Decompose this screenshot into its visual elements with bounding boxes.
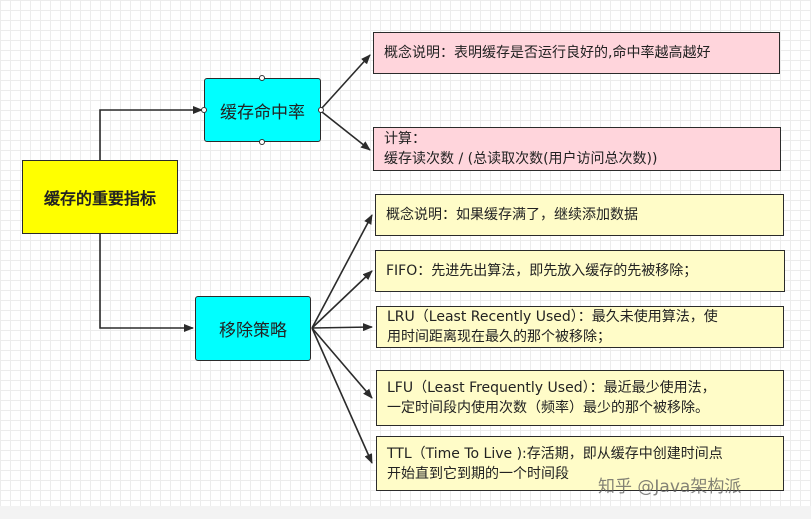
root-node[interactable]: 缓存的重要指标 <box>22 160 178 234</box>
lfu-text-line-1: LFU（Least Frequently Used）：最近最少使用法， <box>387 380 716 396</box>
root-to-hit-rate-connector <box>99 106 203 160</box>
ttl-text-line-1: TTL（Time To Live ):存活期，即从缓存中创建时间点 <box>387 445 723 462</box>
eviction-to-lfu-connector <box>311 327 373 399</box>
eviction-to-ttl-connector <box>311 327 373 464</box>
lfu-text-line-2: 一定时间段内使用次数（频率）最少的那个被移除。 <box>387 400 709 416</box>
hit-rate-node[interactable]: 缓存命中率 <box>204 78 321 142</box>
eviction-concept-text: 概念说明：如果缓存满了，继续添加数据 <box>386 207 638 223</box>
formula-heading: 计算： <box>384 131 426 147</box>
selection-handle-left[interactable] <box>201 107 207 113</box>
eviction-concept-box[interactable]: 概念说明：如果缓存满了，继续添加数据 <box>375 194 784 236</box>
ttl-box[interactable]: TTL（Time To Live ):存活期，即从缓存中创建时间点 开始直到它到… <box>376 436 784 491</box>
lru-text-line-1: LRU（Least Recently Used）：最久未使用算法，使 <box>387 309 718 325</box>
hit-rate-to-formula-connector <box>321 111 371 151</box>
selection-handle-right[interactable] <box>318 107 324 113</box>
hit-rate-to-concept-connector <box>321 54 371 109</box>
selection-handle-bottom[interactable] <box>259 139 265 145</box>
eviction-policy-node[interactable]: 移除策略 <box>195 296 311 361</box>
fifo-box[interactable]: FIFO：先进先出算法，即先放入缓存的先被移除； <box>375 250 785 292</box>
lru-box[interactable]: LRU（Least Recently Used）：最久未使用算法，使 用时间距离… <box>376 306 784 348</box>
formula-text: 缓存读次数 / (总读取次数(用户访问总次数)) <box>384 151 658 167</box>
eviction-to-concept-connector <box>311 214 373 329</box>
eviction-to-lru-connector <box>311 323 373 332</box>
eviction-policy-label: 移除策略 <box>219 321 287 341</box>
fifo-text: FIFO：先进先出算法，即先放入缓存的先被移除； <box>386 263 698 279</box>
bottom-strip <box>0 506 811 519</box>
ttl-text-line-2: 开始直到它到期的一个时间段 <box>387 465 569 482</box>
selection-handle-top[interactable] <box>259 75 265 81</box>
lru-text-line-2: 用时间距离现在最久的那个被移除； <box>387 329 611 345</box>
root-label: 缓存的重要指标 <box>43 189 156 208</box>
eviction-to-fifo-connector <box>311 270 373 329</box>
hit-rate-formula-box[interactable]: 计算： 缓存读次数 / (总读取次数(用户访问总次数)) <box>373 127 781 171</box>
hit-rate-concept-box[interactable]: 概念说明：表明缓存是否运行良好的,命中率越高越好 <box>373 32 780 74</box>
hit-rate-label: 缓存命中率 <box>220 102 305 123</box>
hit-rate-concept-text: 概念说明：表明缓存是否运行良好的,命中率越高越好 <box>384 45 711 61</box>
root-to-eviction-connector <box>99 234 194 332</box>
watermark: 知乎 @Java架构派 <box>598 477 742 497</box>
lfu-box[interactable]: LFU（Least Frequently Used）：最近最少使用法， 一定时间… <box>376 370 784 426</box>
